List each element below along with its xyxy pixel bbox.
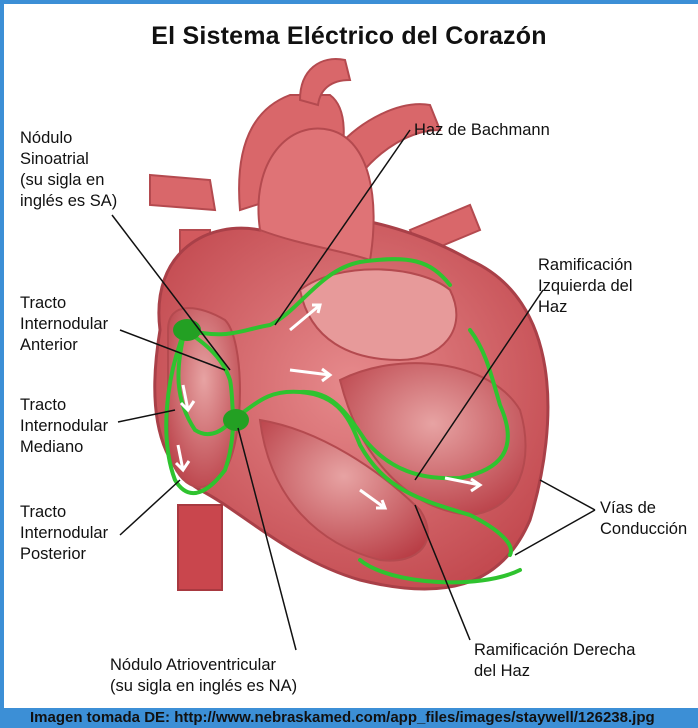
label-pathways: Vías de Conducción <box>600 498 687 540</box>
label-sa-node: Nódulo Sinoatrial (su sigla en inglés es… <box>20 128 117 212</box>
label-av-node: Nódulo Atrioventricular (su sigla en ing… <box>110 655 297 697</box>
label-right-branch: Ramificación Derecha del Haz <box>474 640 635 682</box>
label-left-branch: Ramificación Izquierda del Haz <box>538 255 632 318</box>
image-source-footer: Imagen tomada DE: http://www.nebraskamed… <box>30 709 655 726</box>
label-posterior-tract: Tracto Internodular Posterior <box>20 502 108 565</box>
label-anterior-tract: Tracto Internodular Anterior <box>20 293 108 356</box>
diagram-title: El Sistema Eléctrico del Corazón <box>0 22 698 51</box>
label-middle-tract: Tracto Internodular Mediano <box>20 395 108 458</box>
label-bachmann: Haz de Bachmann <box>414 120 550 141</box>
